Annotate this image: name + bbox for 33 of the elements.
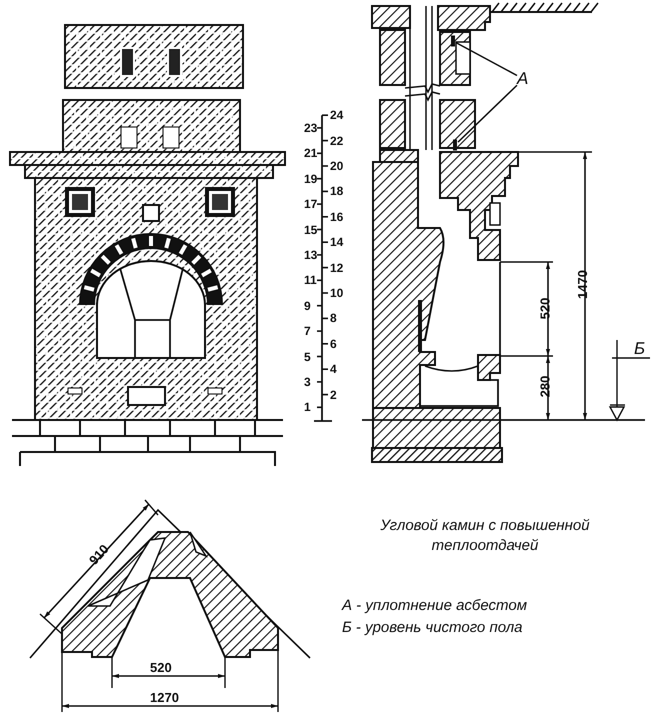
level-number: 7 (304, 325, 311, 338)
level-number: 16 (330, 210, 344, 223)
legend-note: Б - уровень чистого пола (342, 620, 523, 635)
level-number: 5 (304, 350, 311, 362)
dimension-value: 1270 (150, 691, 179, 704)
level-number: 12 (330, 262, 344, 274)
level-number: 1 (304, 401, 311, 414)
level-number: 17 (304, 198, 318, 210)
legend-note: А - уплотнение асбестом (342, 598, 527, 613)
level-number: 18 (330, 185, 344, 198)
asbestos-seal-strip (451, 36, 455, 46)
dimension-value: 520 (150, 661, 172, 674)
level-number: 21 (304, 147, 318, 160)
callout-letter: А (517, 70, 528, 87)
level-number: 10 (330, 287, 344, 299)
level-number: 4 (330, 363, 337, 376)
level-number: 13 (304, 248, 318, 261)
level-number: 14 (330, 236, 344, 248)
level-letter: Б (634, 340, 646, 357)
level-number: 9 (304, 300, 311, 312)
level-number: 20 (330, 160, 344, 172)
level-number: 8 (330, 312, 337, 324)
level-number: 2 (330, 388, 337, 401)
level-number: 19 (304, 172, 318, 185)
level-number: 6 (330, 338, 337, 350)
level-number: 24 (330, 109, 344, 122)
title: Угловой камин с повышенной теплоотдачей (379, 516, 591, 555)
level-number: 11 (304, 274, 317, 286)
level-number: 3 (304, 376, 311, 388)
level-number: 23 (304, 122, 318, 134)
asbestos-seal-strip (453, 140, 457, 150)
level-number: 15 (304, 224, 318, 236)
level-number: 22 (330, 134, 344, 147)
